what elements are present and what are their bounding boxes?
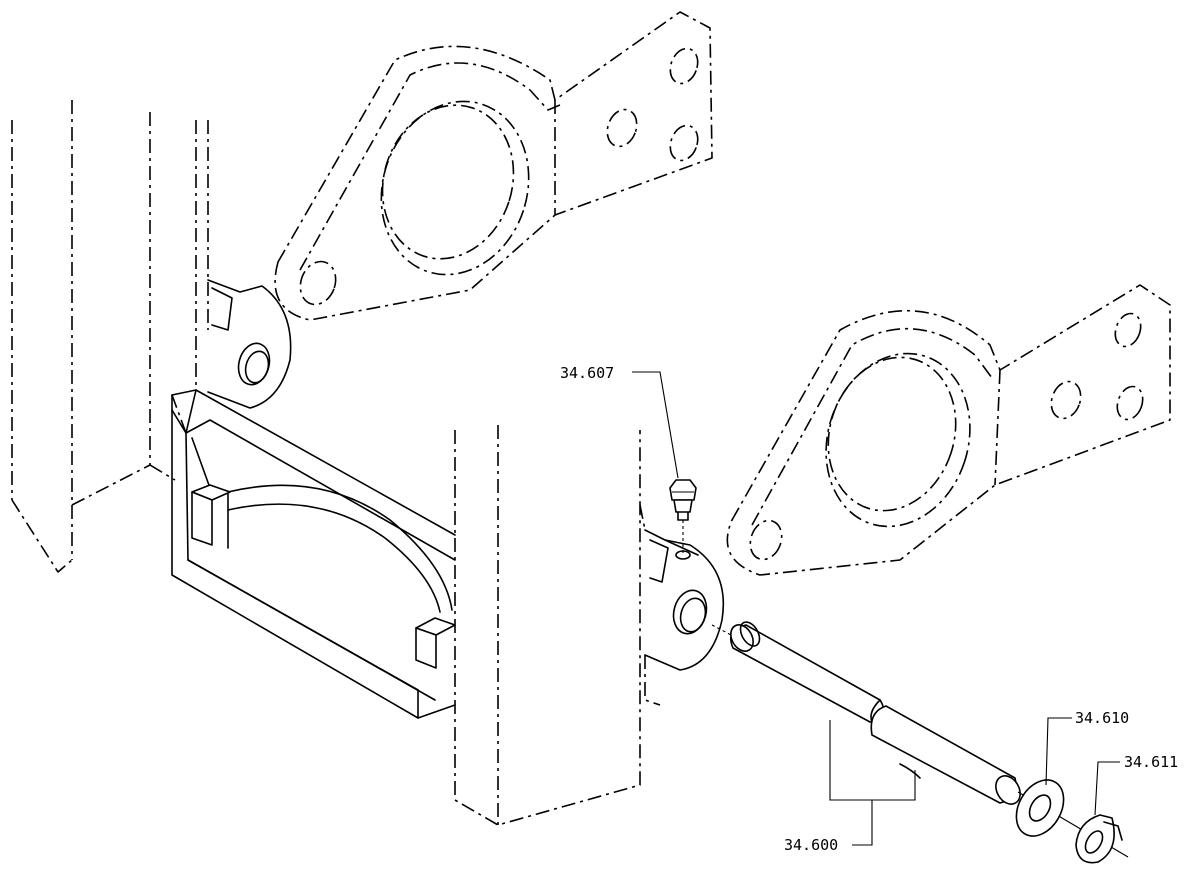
grease-nipple-part	[669, 479, 697, 555]
circlip-part	[1075, 814, 1123, 864]
callout-label-34-611: 34.611	[1124, 753, 1178, 771]
callout-label-34-607: 34.607	[560, 364, 614, 382]
carriage-cradle	[171, 389, 456, 719]
callout-label-34-610: 34.610	[1075, 709, 1129, 727]
left-bracket-lug	[207, 279, 292, 409]
right-bracket-lug	[644, 529, 725, 706]
pivot-pin-part	[711, 621, 1129, 858]
leader-lines	[632, 371, 1120, 846]
left-mast-column	[11, 100, 209, 573]
callout-label-34-600: 34.600	[784, 836, 838, 854]
upper-mounting-plate	[274, 11, 713, 321]
washer-part	[1015, 779, 1065, 837]
central-mast-post	[454, 425, 646, 826]
lower-mounting-plate	[726, 284, 1171, 576]
